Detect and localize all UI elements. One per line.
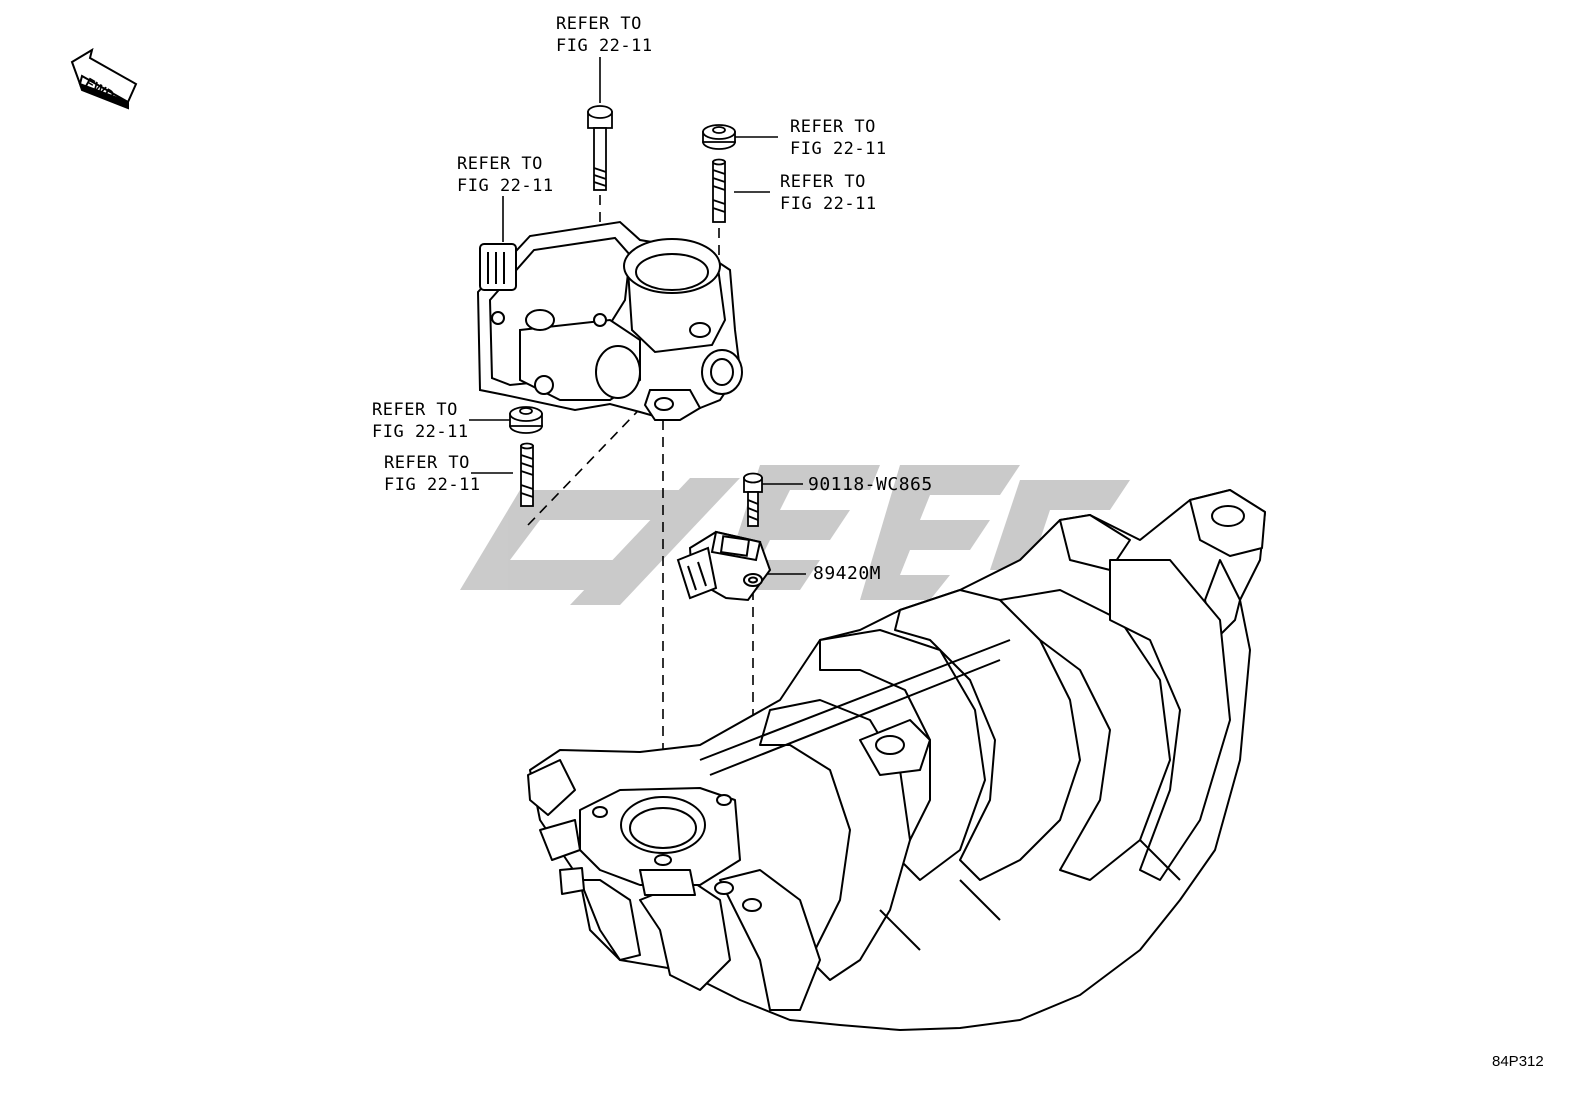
nut-left [509,406,543,434]
callout-top-bolt-line2: FIG 22-11 [556,36,653,56]
throttle-body [476,220,743,422]
callout-right-nut-line1: REFER TO [790,117,876,137]
nut-right [702,124,736,150]
stud-right [712,158,726,223]
callout-left-nut-line1: REFER TO [372,400,458,420]
callout-throttle-body-line2: FIG 22-11 [457,176,554,196]
callout-left-stud-line2: FIG 22-11 [384,475,481,495]
fwd-arrow-icon [70,47,138,110]
leader-lines [469,57,806,575]
screw-90118-wc865 [743,472,763,527]
callout-left-nut-line2: FIG 22-11 [372,422,469,442]
diagram-code: 84P312 [1492,1053,1544,1070]
intake-manifold [527,489,1266,1031]
callout-top-bolt-line1: REFER TO [556,14,642,34]
callout-throttle-body-line1: REFER TO [457,154,543,174]
sensor-89420m [676,530,772,602]
bolt-top [587,105,613,191]
callout-right-stud-line1: REFER TO [780,172,866,192]
part-number-sensor: 89420M [813,563,882,584]
stud-left [520,442,534,507]
part-number-screw: 90118-WC865 [808,474,933,495]
callout-right-stud-line2: FIG 22-11 [780,194,877,214]
callout-right-nut-line2: FIG 22-11 [790,139,887,159]
callout-left-stud-line1: REFER TO [384,453,470,473]
